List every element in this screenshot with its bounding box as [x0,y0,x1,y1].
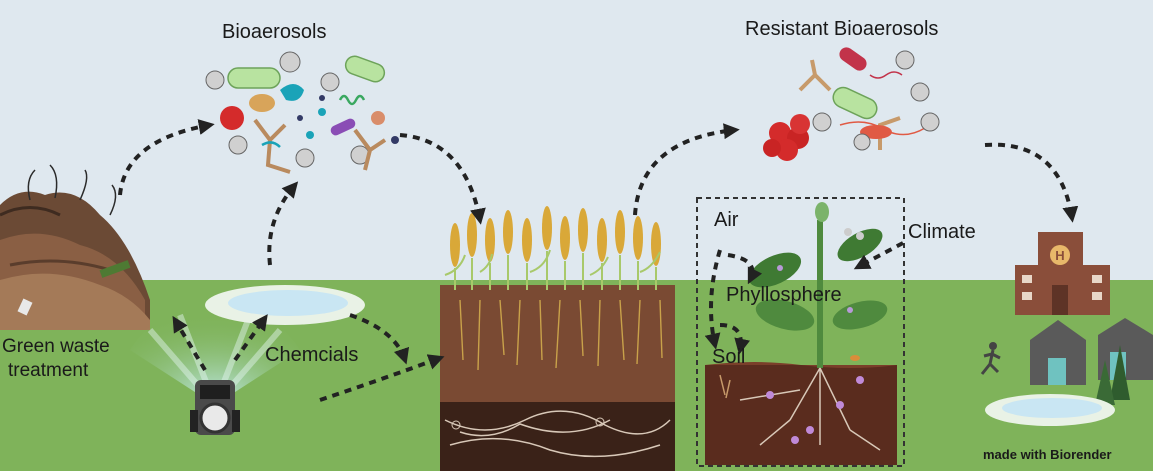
credit-text: made with Biorender [983,447,1112,462]
bioaerosols-microbes-icon [205,51,399,174]
hospital-h-icon: H [1055,248,1064,263]
label-chemicals: Chemcials [265,344,359,366]
houses-icon [1030,318,1153,405]
resistant-bioaerosols-microbes-icon [763,47,940,161]
label-green-waste-treatment: Green waste treatment [2,335,142,383]
dashed-arrows [118,119,1079,402]
label-green-waste-line1: Green waste [2,336,110,357]
label-resistant-bioaerosols: Resistant Bioaerosols [745,18,939,40]
pond-icon [205,285,365,325]
plant-phyllosphere-panel [696,197,905,467]
label-air: Air [714,209,739,231]
sky-background [0,0,1153,282]
label-soil: Soil [712,346,746,368]
label-green-waste-line2: treatment [8,360,89,381]
compost-pile-icon [0,164,150,330]
label-bioaerosols: Bioaerosols [222,21,327,43]
hospital-building-icon [1015,232,1110,315]
label-phyllosphere: Phyllosphere [726,284,842,306]
person-running-icon [980,342,1001,375]
label-climate: Climate [908,221,976,243]
pond-icon-right [985,394,1115,426]
